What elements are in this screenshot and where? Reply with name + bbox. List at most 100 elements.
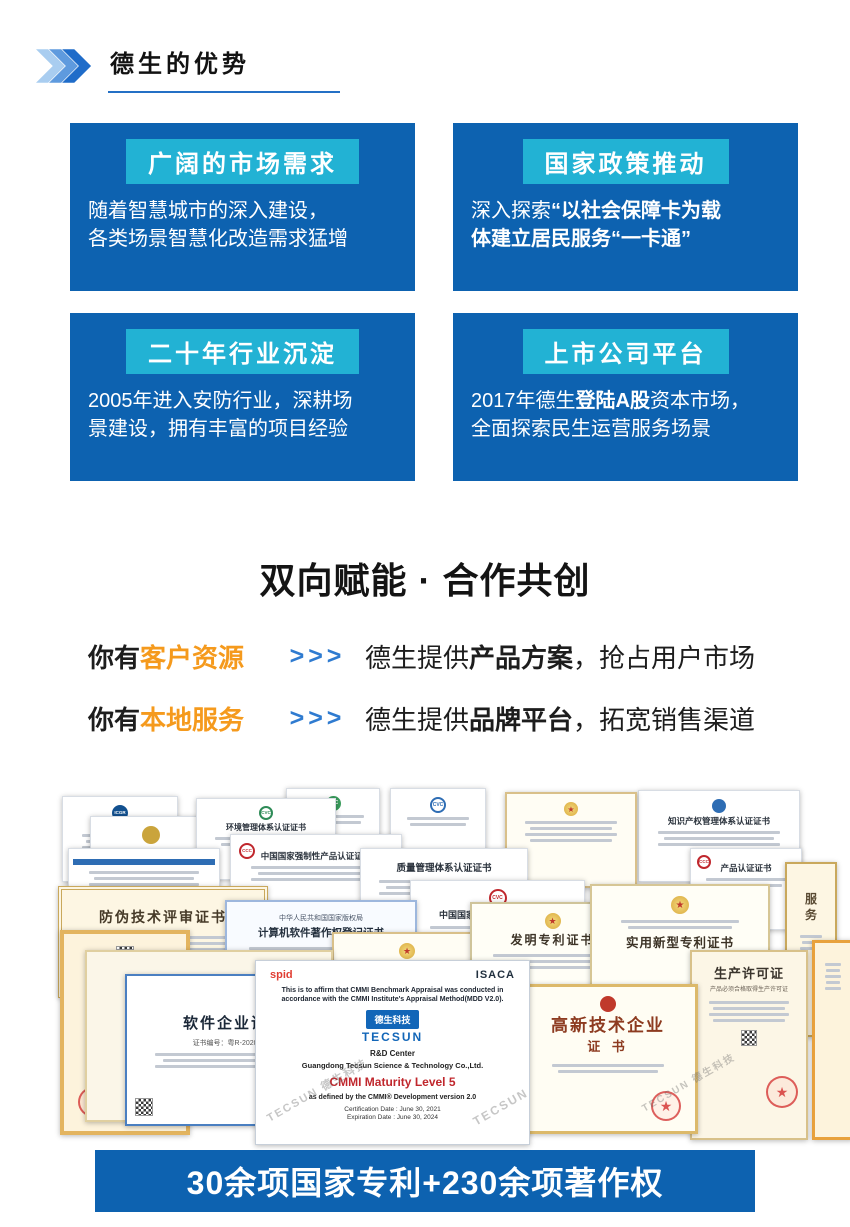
- text-line: [658, 843, 780, 847]
- certificate-title: 知识产权管理体系认证证书: [667, 816, 770, 826]
- red-seal-stamp-icon: ★: [766, 1076, 798, 1108]
- card-text-bold: “以社会保障卡为载 体建立居民服务“一卡通”: [471, 200, 721, 251]
- text-line: [88, 871, 200, 874]
- certificate-text-lines: [511, 821, 631, 842]
- text-line: [498, 959, 607, 963]
- certificate-title: 质量管理体系认证证书: [396, 863, 492, 874]
- advantage-card-experience: 二十年行业沉淀 2005年进入安防行业，深耕场 景建设，拥有丰富的项目经验: [70, 313, 415, 481]
- text-line: [658, 831, 780, 835]
- text-line: [530, 827, 612, 830]
- text-line: [824, 963, 842, 966]
- banner-text: 30余项国家专利+230余项著作权: [186, 1165, 664, 1201]
- arrows-icon: >>>: [289, 703, 346, 732]
- text-line: [407, 817, 469, 820]
- certificate: 生产许可证产品必须合格取得生产许可证★: [690, 950, 808, 1140]
- bottom-banner: 30余项国家专利+230余项著作权: [95, 1150, 755, 1212]
- advantage-card-policy: 国家政策推动 深入探索“以社会保障卡为载 体建立居民服务“一卡通”: [453, 123, 798, 291]
- text-line: [492, 953, 613, 957]
- qr-code-icon: [135, 1098, 153, 1116]
- certificate-text: TECSUN: [361, 1030, 424, 1045]
- certificate-text: 证 书: [587, 1039, 629, 1055]
- text-line: [800, 935, 822, 939]
- certificate-logo-icon: [600, 996, 616, 1012]
- qr-code-icon: [741, 1029, 757, 1046]
- national-emblem-icon: ★: [399, 943, 415, 959]
- certificate-text-lines: [819, 963, 847, 990]
- row-right-text: 德生提供品牌平台，拓宽销售渠道: [365, 700, 755, 737]
- text-line: [551, 1063, 665, 1067]
- title-underline: 德生的优势: [108, 44, 340, 93]
- certificate-text-lines: [698, 1000, 800, 1022]
- row-right-bold: 产品方案: [469, 642, 574, 673]
- text-line: [709, 1000, 789, 1004]
- certificate-header-bar: 德生科技: [366, 1010, 419, 1030]
- certificate-text-lines: [73, 871, 215, 886]
- certificate-text: Guangdong Tecsun Science & Technology Co…: [301, 1061, 484, 1071]
- card-text: 深入探索: [471, 200, 551, 222]
- certificates-collage: ICGRICGR★CVC环境管理体系认证证书CVCCCC中国国家强制性产品认证证…: [50, 782, 850, 1145]
- certificate-text-lines: [135, 1052, 333, 1068]
- card-body: 随着智慧城市的深入建设， 各类场景智慧化改造需求猛增: [88, 197, 348, 254]
- text-line: [492, 965, 613, 969]
- row-right-prefix: 德生提供: [365, 704, 470, 735]
- text-line: [800, 947, 822, 951]
- row-right-text: 德生提供产品方案，抢占用户市场: [365, 638, 755, 675]
- certificate-text-lines: [235, 866, 397, 882]
- certificate-logo-icon: [712, 799, 726, 813]
- text-line: [713, 1018, 785, 1022]
- advantage-cards-grid: 广阔的市场需求 随着智慧城市的深入建设， 各类场景智慧化改造需求猛增 国家政策推…: [70, 123, 798, 481]
- certificate-text: 服 务: [804, 892, 817, 922]
- row-left-label: 你有客户资源: [88, 638, 270, 675]
- text-line: [410, 823, 466, 826]
- text-line: [627, 926, 733, 929]
- text-line: [154, 1064, 314, 1068]
- certificate-text: 中华人民共和国国家版权局: [279, 915, 363, 922]
- cooperation-row-local-service: 你有本地服务 >>> 德生提供品牌平台，拓宽销售渠道: [88, 698, 788, 738]
- certificate-text-lines: [643, 831, 795, 847]
- text-line: [251, 866, 381, 870]
- certificate-logo-right: ISACA: [475, 969, 515, 981]
- card-body: 2005年进入安防行业，深耕场 景建设，拥有丰富的项目经验: [88, 387, 353, 444]
- certificate-text-lines: [395, 817, 481, 826]
- text-line: [824, 987, 842, 990]
- text-line: [706, 878, 786, 882]
- row-left-highlight: 本地服务: [140, 704, 245, 735]
- text-line: [525, 833, 617, 836]
- page-title: 德生的优势: [110, 51, 250, 78]
- row-right-suffix: ，拓宽销售渠道: [573, 704, 756, 735]
- national-emblem-icon: ★: [671, 896, 689, 914]
- text-line: [824, 975, 842, 978]
- card-text-bold: 登陆A股: [575, 390, 650, 412]
- certificate-text-lines: [596, 920, 764, 929]
- certificate-logo-icon: CVC: [259, 806, 273, 820]
- card-text: 2017年德生: [471, 390, 576, 412]
- certificate-title: 环境管理体系认证证书: [226, 823, 306, 832]
- certificate: [812, 940, 850, 1140]
- text-line: [525, 821, 617, 824]
- text-line: [162, 1058, 306, 1062]
- certificate: 高新技术企业证 书★: [518, 984, 698, 1134]
- card-text: 资本市场， 全面探索民生运营服务场景: [471, 390, 750, 441]
- card-badge: 国家政策推动: [522, 139, 729, 184]
- card-text: 随着智慧城市的深入建设， 各类场景智慧化改造需求猛增: [88, 200, 348, 251]
- card-body: 2017年德生登陆A股资本市场， 全面探索民生运营服务场景: [471, 387, 750, 444]
- certificate-text-lines: [791, 935, 831, 951]
- card-badge: 上市公司平台: [522, 329, 729, 374]
- certificate-header-bar: [73, 859, 215, 865]
- text-line: [251, 878, 381, 882]
- text-line: [709, 1012, 789, 1016]
- certificate-logo-icon: CCC: [239, 843, 255, 859]
- row-right-suffix: ，抢占用户市场: [573, 642, 756, 673]
- card-badge: 广阔的市场需求: [126, 139, 359, 184]
- text-line: [257, 872, 375, 876]
- certificate-logo-icon: CCC: [697, 855, 711, 869]
- certificate: CVC: [390, 788, 486, 854]
- certificate-text: Certification Date : June 30, 2021 Expir…: [344, 1105, 441, 1122]
- red-seal-stamp-icon: ★: [651, 1091, 681, 1121]
- row-left-prefix: 你有: [88, 704, 141, 735]
- advantage-card-market: 广阔的市场需求 随着智慧城市的深入建设， 各类场景智慧化改造需求猛增: [70, 123, 415, 291]
- row-left-label: 你有本地服务: [88, 700, 270, 737]
- text-line: [825, 981, 841, 984]
